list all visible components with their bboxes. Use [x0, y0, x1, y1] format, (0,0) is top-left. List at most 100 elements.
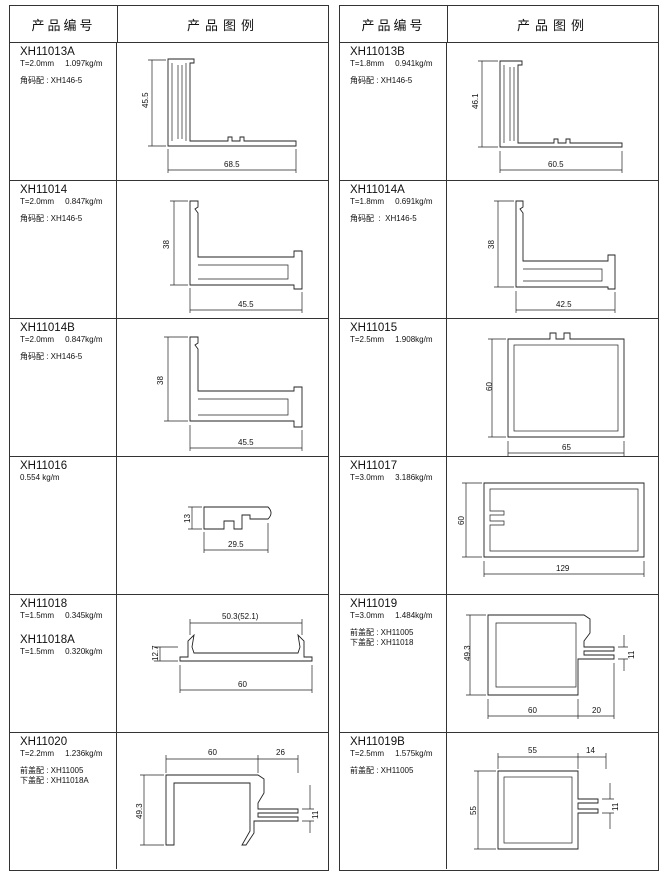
- product-code: XH11014B: [20, 322, 75, 334]
- product-info: XH11019 T=3.0mm 1.484kg/m 前盖配 : XH11005 …: [340, 595, 447, 732]
- profile-shape: [499, 60, 623, 148]
- dim-slot: 11: [611, 802, 620, 811]
- dim-width: 60: [238, 680, 247, 689]
- product-spec: T=2.5mm 1.575kg/m: [350, 749, 433, 758]
- dim-height: 49.3: [135, 803, 144, 819]
- product-spec: T=2.2mm 1.236kg/m: [20, 749, 103, 758]
- product-spec: T=2.0mm 1.097kg/m: [20, 59, 103, 68]
- catalog-table-left: 产品编号 产品图例 XH11013A T=2.0mm 1.097kg/m 角码配…: [9, 5, 329, 871]
- product-code-variant: XH11018A: [20, 634, 75, 646]
- product-code: XH11017: [350, 460, 398, 472]
- dim-height: 38: [162, 240, 171, 249]
- product-code: XH11020: [20, 736, 68, 748]
- product-info: XH11020 T=2.2mm 1.236kg/m 前盖配 : XH11005 …: [10, 733, 117, 869]
- product-code: XH11018: [20, 598, 68, 610]
- product-code: XH11013B: [350, 46, 405, 58]
- product-info: XH11013A T=2.0mm 1.097kg/m 角码配 : XH146-5: [10, 43, 117, 180]
- product-accessory: 前盖配 : XH11005: [350, 766, 414, 775]
- profile-shape: [487, 614, 615, 696]
- product-accessory: 角码配 : XH146-5: [20, 214, 83, 223]
- product-info: XH11016 0.554 kg/m: [10, 457, 117, 594]
- product-code: XH11019B: [350, 736, 405, 748]
- product-info: XH11018 T=1.5mm 0.345kg/m XH11018A T=1.5…: [10, 595, 117, 732]
- profile-shape: [179, 633, 313, 662]
- product-code: XH11014A: [350, 184, 405, 196]
- dim-width: 129: [556, 564, 570, 573]
- dim-height: 46.1: [471, 93, 480, 109]
- header-product-drawing: 产品图例: [516, 17, 589, 33]
- product-row: XH11015 T=2.5mm 1.908kg/m 60 65: [340, 319, 658, 457]
- profile-drawing: 38 42.5: [448, 181, 658, 318]
- profile-drawing: 45.5 68.5: [118, 43, 328, 180]
- product-row: XH11018 T=1.5mm 0.345kg/m XH11018A T=1.5…: [10, 595, 328, 733]
- profile-shape: [515, 200, 616, 290]
- product-row: XH11013B T=1.8mm 0.941kg/m 角码配 : XH146-5…: [340, 43, 658, 181]
- dim-width: 68.5: [224, 160, 240, 169]
- dim-extension: 26: [276, 748, 285, 757]
- product-spec: T=2.5mm 1.908kg/m: [350, 335, 433, 344]
- profile-shape: [497, 770, 599, 850]
- dim-extension: 14: [586, 746, 595, 755]
- table-header: 产品编号 产品图例: [340, 6, 658, 43]
- profile-drawing: 60 65: [448, 319, 658, 457]
- product-info: XH11013B T=1.8mm 0.941kg/m 角码配 : XH146-5: [340, 43, 447, 180]
- product-row: XH11019 T=3.0mm 1.484kg/m 前盖配 : XH11005 …: [340, 595, 658, 733]
- dim-height: 45.5: [141, 92, 150, 108]
- profile-drawing: 38 45.5: [118, 319, 328, 456]
- profile-drawing: 50.3(52.1) 12.7 60: [118, 595, 328, 732]
- product-accessory: 角码配 : XH146-5: [350, 214, 417, 223]
- product-code: XH11015: [350, 322, 398, 334]
- product-info: XH11014B T=2.0mm 0.847kg/m 角码配 : XH146-5: [10, 319, 117, 456]
- profile-shape: [189, 200, 303, 290]
- profile-drawing: 60 129: [448, 457, 658, 594]
- dim-height: 60: [485, 382, 494, 391]
- header-product-code: 产品编号: [10, 6, 118, 42]
- product-spec: T=3.0mm 1.484kg/m: [350, 611, 433, 620]
- product-spec: T=3.0mm 3.186kg/m: [350, 473, 433, 482]
- dim-width: 42.5: [556, 300, 572, 309]
- product-info: XH11014 T=2.0mm 0.847kg/m 角码配 : XH146-5: [10, 181, 117, 318]
- dim-width: 45.5: [238, 300, 254, 309]
- dim-height: 12.7: [151, 645, 160, 661]
- product-row: XH11014A T=1.8mm 0.691kg/m 角码配 : XH146-5…: [340, 181, 658, 319]
- dim-width: 60: [208, 748, 217, 757]
- product-spec: T=1.5mm 0.345kg/m: [20, 611, 103, 620]
- profile-drawing: 55 14 55 11: [448, 733, 658, 869]
- product-spec: T=2.0mm 0.847kg/m: [20, 197, 103, 206]
- dim-height: 49.3: [463, 645, 472, 661]
- profile-drawing: 46.1 60.5: [448, 43, 658, 180]
- dim-height: 38: [156, 376, 165, 385]
- product-spec: T=2.0mm 0.847kg/m: [20, 335, 103, 344]
- product-accessory: 角码配 : XH146-5: [350, 76, 413, 85]
- product-accessory: 角码配 : XH146-5: [20, 352, 83, 361]
- header-product-drawing: 产品图例: [186, 17, 259, 33]
- profile-shape: [189, 336, 303, 428]
- product-spec-variant: T=1.5mm 0.320kg/m: [20, 647, 103, 656]
- product-row: XH11019B T=2.5mm 1.575kg/m 前盖配 : XH11005…: [340, 733, 658, 869]
- product-code: XH11019: [350, 598, 398, 610]
- dim-height: 60: [457, 516, 466, 525]
- profile-drawing: 49.3 11 60 20: [448, 595, 658, 732]
- dim-width: 60.5: [548, 160, 564, 169]
- table-header: 产品编号 产品图例: [10, 6, 328, 43]
- dim-height: 13: [183, 514, 192, 523]
- product-info: XH11015 T=2.5mm 1.908kg/m: [340, 319, 447, 456]
- product-code: XH11016: [20, 460, 68, 472]
- catalog-table-right: 产品编号 产品图例 XH11013B T=1.8mm 0.941kg/m 角码配…: [339, 5, 659, 871]
- profile-shape: [483, 482, 645, 558]
- dim-width: 55: [528, 746, 537, 755]
- product-row: XH11013A T=2.0mm 1.097kg/m 角码配 : XH146-5…: [10, 43, 328, 181]
- profile-drawing: 13 29.5: [118, 457, 328, 594]
- dim-slot: 11: [627, 650, 636, 659]
- profile-shape: [203, 506, 272, 530]
- dim-width: 29.5: [228, 540, 244, 549]
- product-code: XH11014: [20, 184, 68, 196]
- profile-shape: [165, 774, 299, 846]
- product-code: XH11013A: [20, 46, 75, 58]
- dim-width: 65: [562, 443, 571, 452]
- dim-top-width: 50.3(52.1): [222, 612, 259, 621]
- product-spec: T=1.8mm 0.691kg/m: [350, 197, 433, 206]
- product-row: XH11014 T=2.0mm 0.847kg/m 角码配 : XH146-5 …: [10, 181, 328, 319]
- product-info: XH11017 T=3.0mm 3.186kg/m: [340, 457, 447, 594]
- dim-height: 55: [469, 806, 478, 815]
